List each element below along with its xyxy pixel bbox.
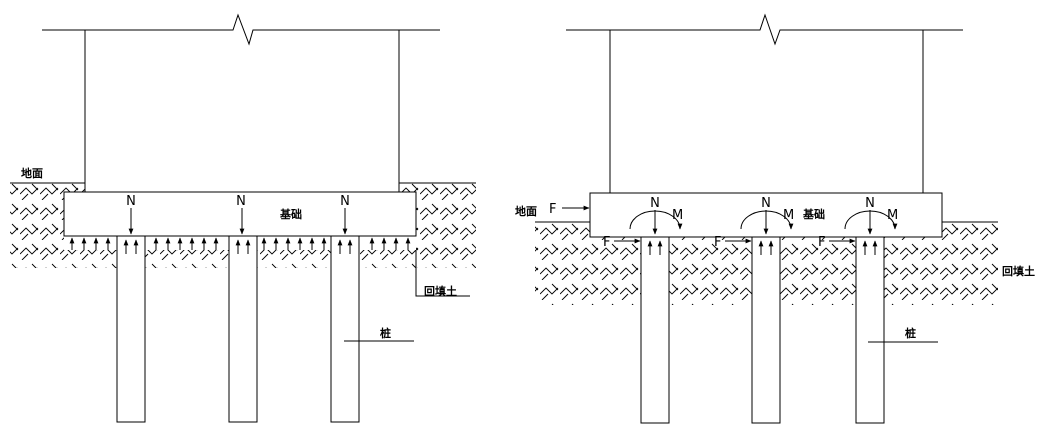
pile-force-label: F [818, 235, 825, 250]
left-pile-reaction-arrows [123, 239, 353, 254]
left-load-label: N [236, 194, 246, 209]
left-load: N [340, 194, 350, 235]
left-backfill-leader [415, 250, 470, 297]
right-top-beam [566, 13, 963, 46]
left-pile [228, 235, 258, 423]
right-side-force: F [549, 202, 590, 217]
right-pile [640, 236, 670, 424]
left-pile [330, 235, 360, 423]
right-pile-load: N M F [818, 196, 898, 250]
left-top-beam [42, 13, 440, 46]
left-ground-label: 地面 [21, 166, 43, 180]
right-backfill-label: 回填土 [1002, 264, 1035, 278]
left-pile-label: 桩 [380, 326, 391, 340]
right-pile [855, 236, 885, 424]
left-load: N [236, 194, 246, 235]
axial-label: N [865, 196, 875, 211]
axial-label: N [761, 196, 771, 211]
left-soil-pressure-arrows [69, 237, 411, 250]
moment-arc [740, 210, 794, 230]
left-diagram: N N N 地面 基础 回填土 桩 [10, 13, 476, 423]
moment-arc [629, 210, 683, 230]
left-foundation-label: 基础 [279, 207, 302, 221]
right-ground-label: 地面 [515, 204, 537, 218]
moment-label: M [672, 208, 683, 223]
right-side-force-label: F [549, 202, 556, 217]
left-pile [116, 235, 146, 423]
left-backfill-label: 回填土 [424, 284, 457, 298]
left-load-label: N [340, 194, 350, 209]
right-pile-reaction-arrows [647, 240, 878, 255]
pile-force-label: F [714, 235, 721, 250]
pile-force-label: F [603, 235, 610, 250]
right-diagram: F N M F N M F N [515, 13, 1035, 424]
moment-label: M [783, 208, 794, 223]
moment-label: M [887, 208, 898, 223]
right-pile-head-loads: N M F N M F N M F [603, 196, 898, 250]
right-pile-load: N M F [603, 196, 683, 250]
right-foundation-label: 基础 [802, 207, 825, 221]
right-pile-load: N M F [714, 196, 794, 250]
right-pile-label: 桩 [905, 326, 916, 340]
left-load-label: N [126, 194, 136, 209]
left-load: N [126, 194, 136, 235]
right-pile [751, 236, 781, 424]
moment-arc [844, 210, 898, 230]
axial-label: N [650, 196, 660, 211]
